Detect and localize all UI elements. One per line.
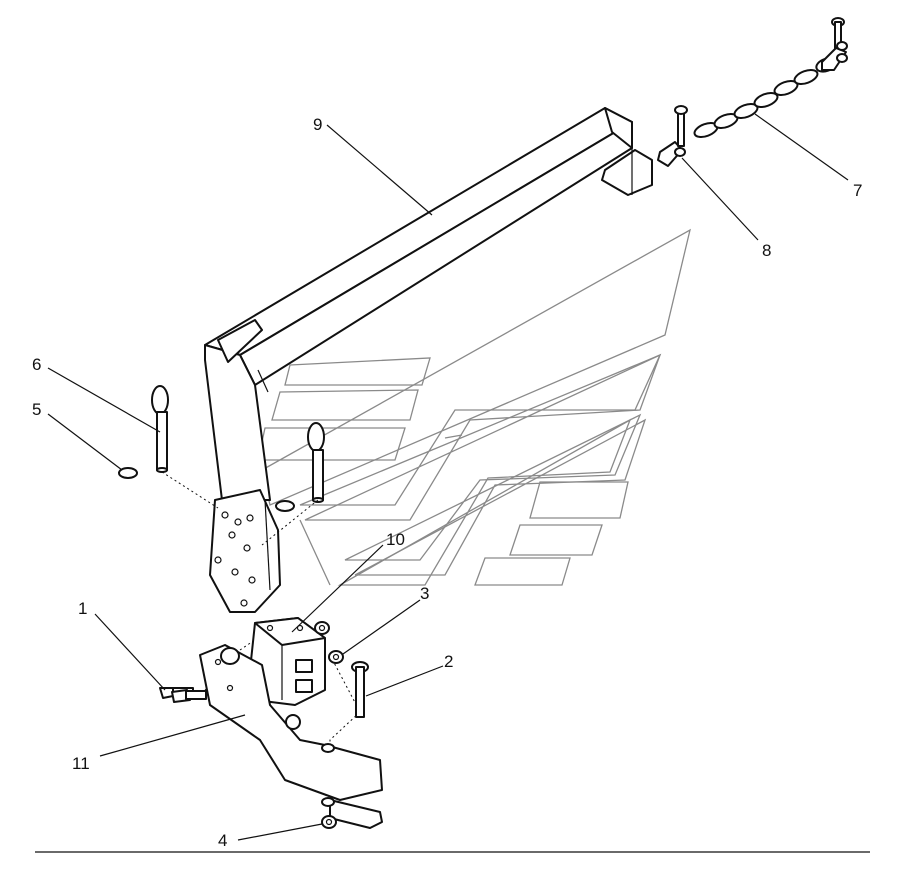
leader-5 (47, 413, 123, 471)
chain-part (693, 57, 837, 138)
callout-3: 3 (420, 584, 429, 603)
callout-1: 1 (78, 599, 87, 618)
leader-2 (365, 665, 444, 697)
lynch-pin-right-part (307, 422, 325, 503)
long-bolt-part (351, 661, 369, 718)
end-shackle-part (821, 17, 848, 71)
leader-3 (342, 599, 421, 655)
clamp-block-part (249, 617, 326, 706)
tube-arm-part (204, 107, 653, 501)
leader-4 (237, 823, 323, 841)
leader-8 (681, 157, 759, 241)
leader-6 (47, 367, 161, 433)
leader-9 (326, 124, 433, 216)
callout-5: 5 (32, 400, 41, 419)
leader-10 (291, 544, 384, 633)
callout-7: 7 (853, 181, 862, 200)
leader-7 (754, 113, 849, 181)
nut-upper-part (314, 621, 330, 635)
leader-1 (94, 613, 166, 691)
hitch-bracket-part (209, 489, 281, 613)
nut-bottom-part (321, 815, 337, 829)
callout-4: 4 (218, 831, 227, 850)
callout-2: 2 (444, 652, 453, 671)
callout-6: 6 (32, 355, 41, 374)
short-bolt-lower-part (171, 689, 207, 703)
ring-clip-left-part (118, 467, 138, 479)
background-frame-outline (257, 228, 691, 586)
leader-11 (99, 714, 246, 757)
shackle-part (657, 105, 688, 167)
lynch-pin-left-part (151, 385, 169, 473)
nut-lower-part (328, 650, 344, 664)
callout-9: 9 (313, 115, 322, 134)
ring-clip-right-part (275, 500, 295, 512)
callout-10: 10 (386, 530, 405, 549)
callout-8: 8 (762, 241, 771, 260)
lower-bracket-part (199, 644, 383, 829)
callout-11: 11 (72, 754, 90, 773)
